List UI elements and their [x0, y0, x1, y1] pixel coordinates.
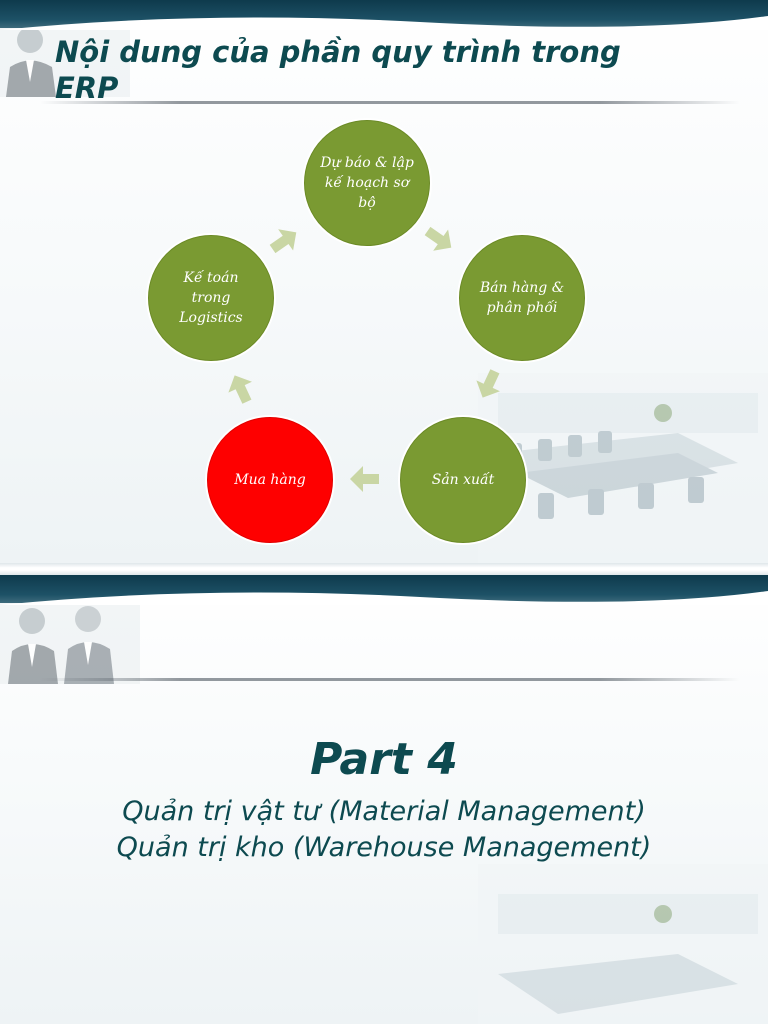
cycle-step-sales-distribution: Bán hàng & phân phối	[457, 233, 587, 363]
cycle-step-forecasting: Dự báo & lập kế hoạch sơ bộ	[302, 118, 432, 248]
cycle-arrow-4	[350, 466, 379, 492]
cycle-arrow-5	[228, 375, 252, 404]
title-underline	[40, 678, 740, 681]
slide-process-content: Nội dung của phần quy trình trong ERP Dự…	[0, 0, 768, 563]
cycle-step-label: Sản xuất	[431, 472, 495, 488]
cycle-arrow-1	[269, 229, 297, 254]
cycle-step-production: Sản xuất	[398, 415, 528, 545]
slide-part-4: Part 4 Quản trị vật tư (Material Managem…	[0, 575, 768, 1024]
header-wave	[0, 591, 768, 605]
cycle-arrow-2	[424, 226, 452, 251]
header-band	[0, 0, 768, 30]
conference-room-photo	[478, 373, 768, 563]
cycle-step-purchasing: Mua hàng	[205, 415, 335, 545]
part-title: Part 4	[310, 734, 458, 785]
subtitle-material-management: Quản trị vật tư (Material Management)	[122, 796, 646, 827]
header-wave	[0, 16, 768, 30]
cycle-step-label: Dự báo & lập kế hoạch sơ bộ	[320, 155, 414, 211]
title-underline	[40, 101, 740, 104]
subtitle-warehouse-management: Quản trị kho (Warehouse Management)	[116, 832, 652, 863]
slide-divider	[0, 563, 768, 575]
cycle-step-label: Bán hàng & phân phối	[479, 280, 565, 316]
cycle-step-label: Kế toán trong Logistics	[179, 270, 243, 326]
cycle-arrow-3	[476, 369, 500, 398]
cycle-step-logistics-accounting: Kế toán trong Logistics	[146, 233, 276, 363]
slide-title: Nội dung của phần quy trình trong ERP	[55, 35, 621, 105]
conference-room-photo	[478, 864, 768, 1024]
header-band	[0, 575, 768, 605]
cycle-step-label: Mua hàng	[234, 472, 306, 488]
